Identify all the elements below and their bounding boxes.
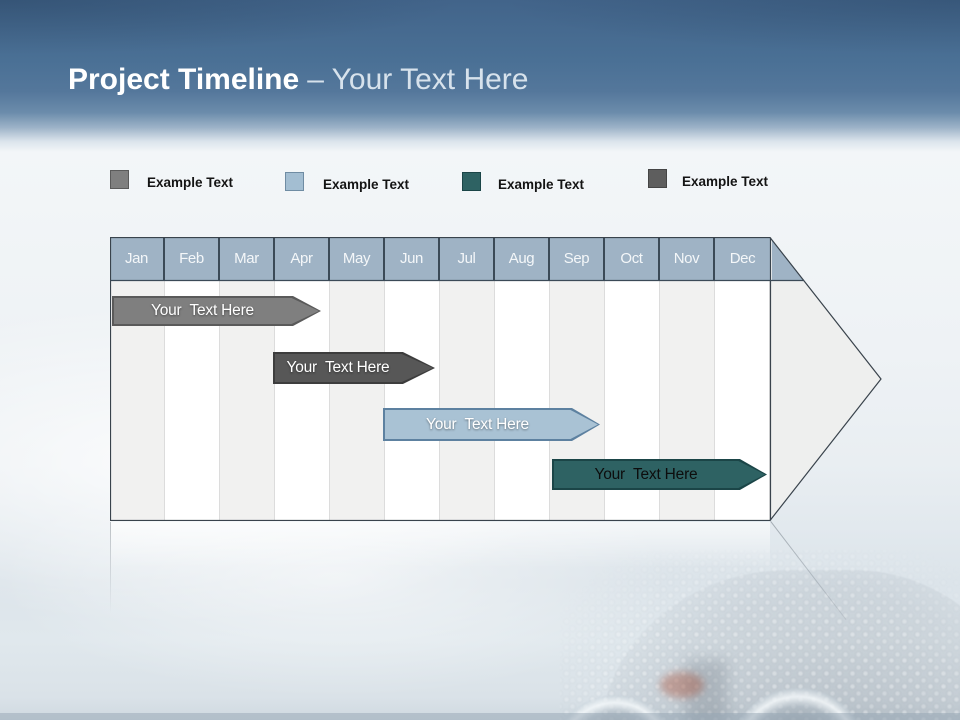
bar-label: Your Text Here — [426, 415, 529, 433]
arrowhead-fill — [770, 280, 882, 521]
grid-column — [385, 280, 440, 521]
month-cell: Sep — [550, 237, 605, 280]
binoculars-red-detail — [660, 672, 704, 698]
legend-label: Example Text — [323, 177, 410, 192]
binoculars-photo — [552, 550, 960, 720]
month-cell: Jul — [440, 237, 495, 280]
month-cell: Oct — [605, 237, 660, 280]
grid-column — [495, 280, 550, 521]
legend-label: Example Text — [682, 174, 769, 189]
timeline-reflection — [110, 522, 770, 568]
bar-label: Your Text Here — [151, 302, 254, 319]
month-cell: Aug — [495, 237, 550, 280]
month-cell: Apr — [275, 237, 330, 280]
legend-swatch-darkgray — [648, 169, 667, 188]
month-cell: May — [330, 237, 385, 280]
month-cell: Mar — [220, 237, 275, 280]
timeline-chart: Jan Feb Mar Apr May Jun Jul Aug Sep Oct … — [110, 237, 882, 521]
title-band — [0, 0, 960, 152]
title-light-text: – Your Text Here — [307, 63, 529, 96]
bottom-edge-strip — [0, 713, 960, 720]
legend-item[interactable]: Example Text — [462, 172, 584, 194]
month-cell: Jun — [385, 237, 440, 280]
timeline-reflection-left-edge — [110, 522, 111, 614]
title-bold-text: Project Timeline — [68, 63, 300, 96]
month-band-arrowhead — [772, 237, 882, 280]
binoculars-hinge — [685, 660, 727, 720]
timeline-bar-2[interactable]: Your Text Here — [273, 352, 435, 384]
legend-item[interactable]: Example Text — [110, 170, 233, 192]
grid-column — [440, 280, 495, 521]
legend-label: Example Text — [147, 175, 234, 190]
bar-label: Your Text Here — [594, 465, 698, 483]
legend-swatch-teal — [462, 172, 481, 191]
month-cell: Jan — [110, 237, 165, 280]
legend-swatch-gray — [110, 170, 129, 189]
timeline-bar-4[interactable]: Your Text Here — [552, 459, 767, 490]
month-cell: Nov — [660, 237, 715, 280]
page-title[interactable]: Project Timeline– Your Text Here — [68, 60, 528, 100]
month-cell: Dec — [715, 237, 770, 280]
legend-item[interactable]: Example Text — [285, 172, 409, 194]
timeline-arrow-shape: Jan Feb Mar Apr May Jun Jul Aug Sep Oct … — [110, 237, 882, 521]
legend-label: Example Text — [498, 177, 585, 192]
timeline-bar-3[interactable]: Your Text Here — [383, 408, 600, 441]
month-cell: Feb — [165, 237, 220, 280]
binoculars-texture — [560, 550, 960, 720]
legend-swatch-blue — [285, 172, 304, 191]
legend-item[interactable]: Example Text — [648, 169, 768, 191]
bar-label: Your Text Here — [286, 359, 390, 376]
timeline-bar-1[interactable]: Your Text Here — [112, 296, 321, 326]
grid-column — [330, 280, 385, 521]
